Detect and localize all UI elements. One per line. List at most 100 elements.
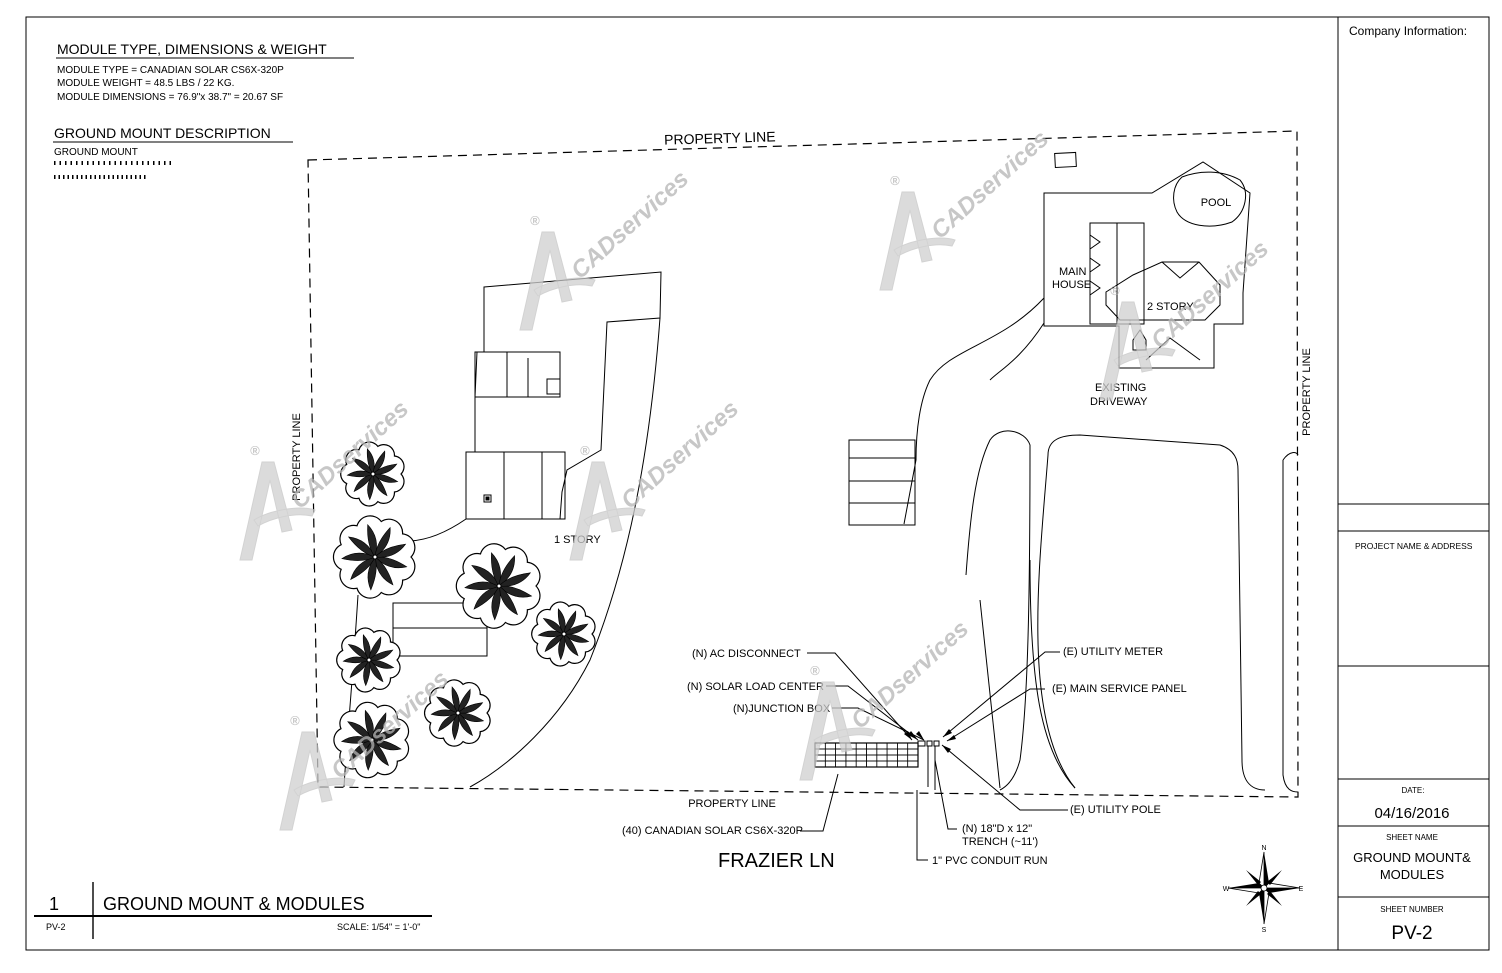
solar-module: [897, 754, 909, 762]
tree-symbol: [333, 701, 410, 779]
cadservices-logo-icon: [569, 461, 646, 561]
solar-module: [876, 760, 888, 768]
cadservices-watermark: ® CADservices: [519, 165, 694, 331]
cadservices-watermark: ®CADservices: [879, 125, 1054, 291]
sheet-name-line2: MODULES: [1380, 867, 1445, 882]
watermark-registered-mark: ®: [890, 173, 900, 188]
cadservices-watermark: ® CADservices: [1099, 235, 1274, 401]
solar-module: [876, 742, 888, 750]
solar-module: [824, 748, 836, 756]
cadservices-logo-icon: [1099, 301, 1176, 401]
mount-description-line: GROUND MOUNT: [54, 147, 138, 158]
solar-module: [824, 760, 836, 768]
drawing-title: GROUND MOUNT & MODULES: [103, 894, 365, 914]
solar-module: [855, 760, 867, 768]
solar-module: [845, 754, 857, 762]
watermark-text: CADservices: [1146, 235, 1274, 354]
solar-module: [907, 748, 919, 756]
solar-module: [886, 742, 898, 750]
watermark-registered-mark: ®: [1110, 283, 1120, 298]
mount-description-heading: GROUND MOUNT DESCRIPTION: [54, 125, 271, 141]
conduit-callout: 1" PVC CONDUIT RUN: [932, 855, 1048, 867]
solar-module: [824, 742, 836, 750]
solar-module: [835, 754, 847, 762]
solar-module: [845, 760, 857, 768]
north-arrow-compass: [1227, 851, 1301, 925]
mount-description-dotted-lines: [53, 161, 173, 179]
junction-box-callout: (N)JUNCTION BOX: [733, 703, 831, 715]
property-line-bottom-label: PROPERTY LINE: [688, 798, 776, 810]
solar-load-center-callout: (N) SOLAR LOAD CENTER: [687, 681, 824, 693]
modules-callout: (40) CANADIAN SOLAR CS6X-320P: [622, 825, 803, 837]
compass-n: N: [1261, 845, 1266, 852]
watermark-registered-mark: ®: [250, 443, 260, 458]
solar-module: [824, 754, 836, 762]
cadservices-logo-icon: [239, 461, 316, 561]
callout-leaders: [800, 651, 1068, 861]
one-story-building: [343, 271, 662, 788]
property-line-boundary: [307, 130, 1299, 798]
solar-module: [907, 754, 919, 762]
driveway: [848, 297, 1299, 793]
watermark-text: CADservices: [846, 615, 974, 734]
solar-module: [897, 748, 909, 756]
watermark-registered-mark: ®: [290, 713, 300, 728]
drawing-scale: SCALE: 1/54" = 1'-0": [337, 922, 420, 932]
tree-symbol: [340, 441, 405, 507]
solar-module: [835, 760, 847, 768]
drawing-number: 1: [49, 894, 59, 914]
callout-arrowheads: [904, 729, 956, 753]
property-line-left-label: PROPERTY LINE: [291, 413, 303, 501]
trench-callout-2: TRENCH (~11'): [962, 836, 1038, 848]
tree-symbol: [531, 601, 596, 667]
cadservices-logo-icon: [519, 231, 596, 331]
sheet-border: [25, 16, 1490, 951]
tree-symbol: [455, 543, 541, 629]
equipment-group: [917, 740, 940, 790]
watermark-text: CADservices: [566, 165, 694, 284]
cadservices-logo-icon: [879, 191, 956, 291]
trench-callout-1: (N) 18"D x 12": [962, 823, 1032, 835]
solar-module: [866, 760, 878, 768]
property-line-top-label: PROPERTY LINE: [664, 128, 776, 147]
sheet-name-label: SHEET NAME: [1386, 833, 1438, 842]
solar-array: [814, 742, 919, 768]
ac-disconnect-callout: (N) AC DISCONNECT: [692, 648, 801, 660]
solar-module: [907, 742, 919, 750]
cadservices-logo-icon: [279, 731, 356, 831]
pool-label: POOL: [1201, 197, 1232, 209]
date-value: 04/16/2016: [1374, 805, 1449, 822]
main-house-label-1: MAIN: [1059, 266, 1087, 278]
sheet-number-value: PV-2: [1391, 923, 1432, 944]
solar-module: [855, 742, 867, 750]
module-type-line: MODULE TYPE = CANADIAN SOLAR CS6X-320P: [57, 65, 284, 76]
property-line-right-label: PROPERTY LINE: [1301, 348, 1313, 436]
solar-module: [897, 760, 909, 768]
watermark-registered-mark: ®: [810, 663, 820, 678]
solar-module: [897, 742, 909, 750]
sheet-number-label: SHEET NUMBER: [1380, 905, 1444, 914]
trees: [332, 441, 596, 779]
drawing-sheet-ref: PV-2: [46, 922, 66, 932]
solar-module: [866, 742, 878, 750]
cadservices-logo-icon: [799, 681, 876, 781]
watermark-text: CADservices: [616, 395, 744, 514]
solar-module: [876, 754, 888, 762]
module-weight-line: MODULE WEIGHT = 48.5 LBS / 22 KG.: [57, 78, 234, 89]
watermark-registered-mark: ®: [530, 213, 540, 228]
watermark-registered-mark: ®: [580, 443, 590, 458]
solar-module: [866, 748, 878, 756]
solar-module: [866, 754, 878, 762]
module-info-heading: MODULE TYPE, DIMENSIONS & WEIGHT: [57, 41, 327, 57]
utility-meter-callout: (E) UTILITY METER: [1063, 646, 1163, 658]
tree-symbol: [332, 515, 416, 599]
compass-s: S: [1262, 927, 1267, 934]
street-name: FRAZIER LN: [718, 850, 835, 872]
project-name-label: PROJECT NAME & ADDRESS: [1355, 541, 1473, 551]
date-label: DATE:: [1402, 786, 1425, 795]
sheet-name-line1: GROUND MOUNT&: [1353, 850, 1471, 865]
compass-e: E: [1299, 886, 1304, 893]
solar-module: [886, 760, 898, 768]
tree-symbol: [424, 679, 491, 747]
